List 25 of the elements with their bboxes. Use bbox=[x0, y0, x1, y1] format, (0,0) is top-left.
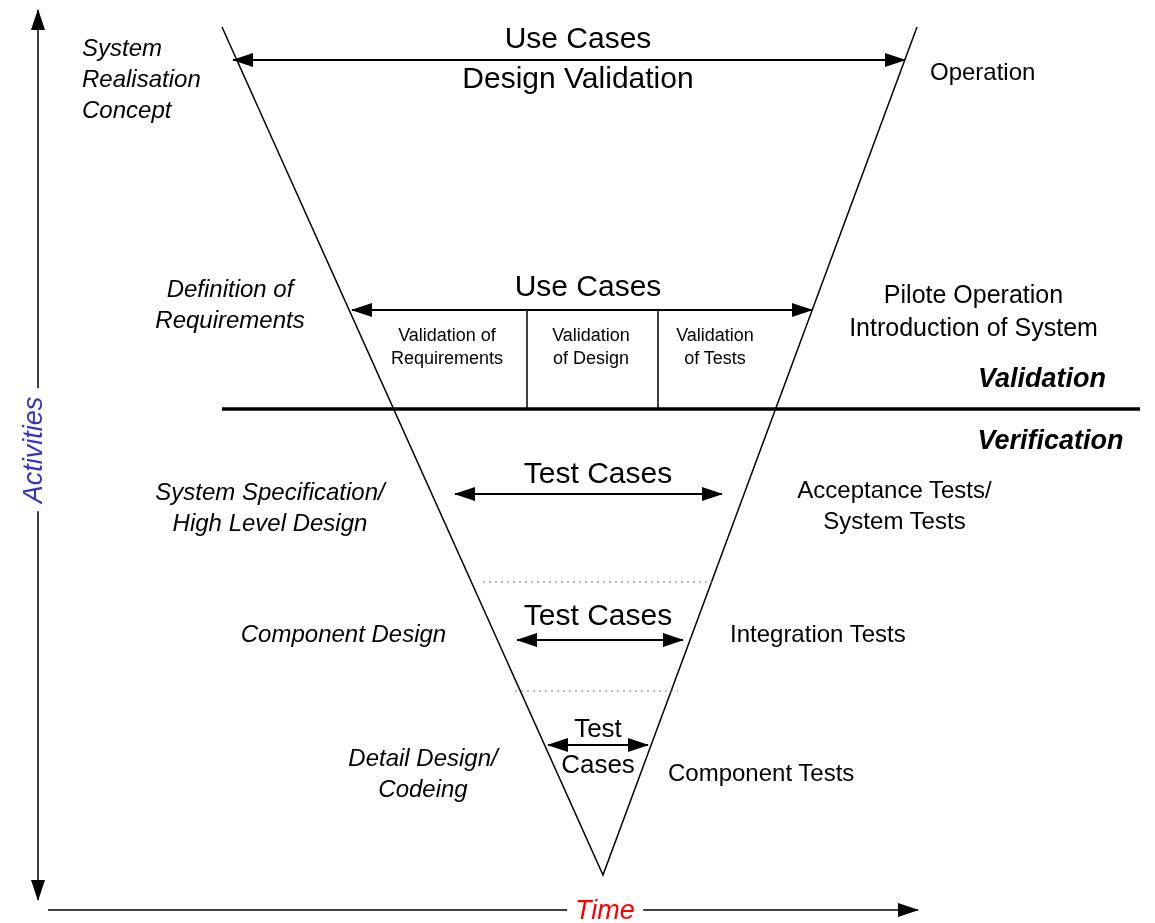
section-heading: Validation bbox=[977, 362, 1107, 395]
edge-label: Use Cases Design Validation bbox=[461, 20, 695, 96]
phase-label: Detail Design/ Codeing bbox=[333, 742, 548, 805]
double-arrow bbox=[454, 487, 723, 501]
section-heading: Verification bbox=[976, 424, 1125, 457]
double-arrow bbox=[351, 303, 813, 317]
edge-label: Use Cases bbox=[513, 268, 663, 304]
phase-label: Definition of Requirements bbox=[133, 273, 352, 336]
phase-label: Acceptance Tests/ System Tests bbox=[722, 474, 1022, 537]
double-arrow bbox=[516, 633, 684, 647]
phase-label: Integration Tests bbox=[683, 618, 963, 650]
phase-label: Component Design bbox=[215, 618, 517, 650]
edge-label: Test Cases bbox=[522, 455, 674, 491]
edge-label: Test Cases bbox=[522, 597, 674, 633]
phase-label: Component Tests bbox=[648, 735, 908, 789]
double-arrow bbox=[547, 738, 649, 752]
table-cell-text: Validation of Design bbox=[551, 324, 631, 371]
table-cell-text: Validation of Tests bbox=[675, 324, 755, 371]
edge-label: Test Cases bbox=[560, 712, 636, 781]
double-arrow bbox=[232, 53, 906, 67]
phase-label: Pilote Operation Introduction of System bbox=[812, 278, 1122, 343]
table-cell-text: Validation of Requirements bbox=[389, 324, 505, 371]
phase-label: System Realisation Concept bbox=[80, 32, 233, 126]
phase-label: Operation bbox=[905, 56, 1065, 88]
phase-label: System Specification/ High Level Design bbox=[130, 476, 455, 539]
